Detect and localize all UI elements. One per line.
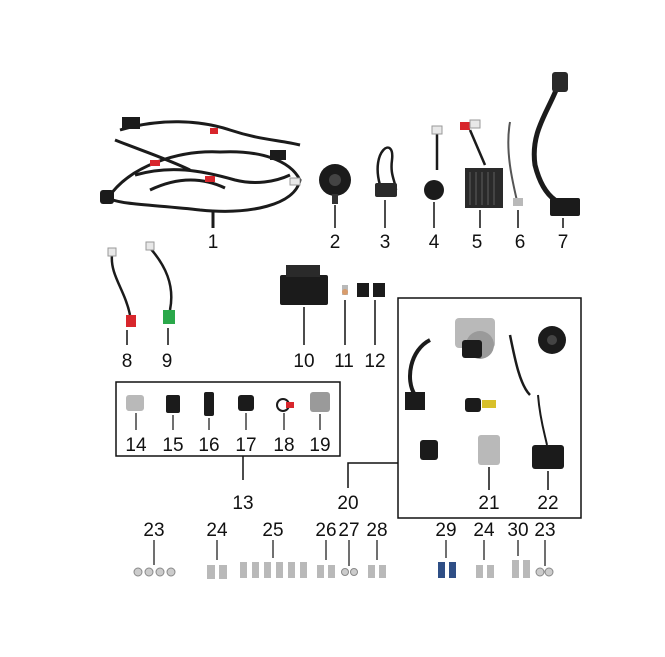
connector-1a: [122, 117, 140, 129]
washers-small-part: [341, 568, 358, 576]
callout-8: 8: [121, 351, 133, 372]
callout-28: 28: [366, 520, 388, 541]
cdi-part: [280, 265, 328, 305]
callout-16: 16: [198, 435, 220, 456]
callout-29: 29: [435, 520, 457, 541]
bolts-left-part: [207, 565, 227, 579]
callout-15: 15: [162, 435, 184, 456]
regulator-part: [460, 119, 503, 208]
relay-part: [357, 283, 385, 297]
switch-e-part: [276, 398, 294, 412]
leaders-hardware: [153, 540, 546, 566]
connector-1e: [205, 176, 215, 182]
callout-2: 2: [329, 232, 341, 253]
callout-9: 9: [161, 351, 173, 372]
callout-5: 5: [471, 232, 483, 253]
callout-10: 10: [293, 351, 315, 372]
switch-d-part: [238, 395, 254, 411]
switch-c-part: [204, 392, 214, 416]
callout-26: 26: [315, 520, 337, 541]
callout-20: 20: [337, 493, 359, 514]
callout-17: 17: [235, 435, 257, 456]
callout-1: 1: [207, 232, 219, 253]
switch-b-part: [166, 395, 180, 413]
callout-21: 21: [478, 493, 500, 514]
connector-1c: [270, 150, 286, 160]
callout-7: 7: [557, 232, 569, 253]
callout-23-right: 23: [534, 520, 556, 541]
bolts-pair-b-part: [368, 565, 386, 578]
callout-24-right: 24: [473, 520, 495, 541]
lead-green-part: [145, 241, 175, 324]
bolts-blue-part: [438, 562, 456, 578]
connector-1d: [210, 128, 218, 134]
callout-30: 30: [507, 520, 529, 541]
connector-1f: [150, 160, 160, 166]
callout-13: 13: [232, 493, 254, 514]
bulb-part: [342, 285, 348, 295]
horn-part: [319, 164, 351, 204]
lock-set-parts: [405, 318, 566, 469]
sensor-2wire-part: [375, 146, 398, 197]
switch-f-part: [310, 392, 330, 412]
bolts-right-part: [476, 565, 494, 578]
callout-3: 3: [379, 232, 391, 253]
callout-25: 25: [262, 520, 284, 541]
callout-19: 19: [309, 435, 331, 456]
callout-22: 22: [537, 493, 559, 514]
bolt-row-part: [240, 562, 307, 578]
connector-1g: [289, 177, 301, 186]
bolts-long-part: [512, 560, 530, 578]
washers-left-part: [133, 567, 176, 577]
callout-11: 11: [334, 351, 354, 372]
callout-6: 6: [514, 232, 526, 253]
wiring-harness: [105, 120, 302, 228]
switch-a-part: [126, 395, 144, 411]
group-box-20: [397, 297, 582, 519]
cable-part: [507, 121, 523, 206]
washers-right-part: [535, 567, 554, 577]
callout-27: 27: [338, 520, 360, 541]
callout-4: 4: [428, 232, 440, 253]
sensor-round-part: [424, 125, 444, 200]
callout-18: 18: [273, 435, 295, 456]
lead-red-part: [107, 247, 136, 327]
bolts-pair-part: [317, 565, 335, 578]
ignition-coil-part: [531, 72, 580, 216]
group-box-13: [115, 381, 341, 457]
callout-12: 12: [364, 351, 386, 372]
hardware-row: [133, 560, 554, 579]
leaders-14-19: [135, 413, 321, 430]
connector-1b: [100, 190, 114, 204]
callout-24-left: 24: [206, 520, 228, 541]
callout-14: 14: [125, 435, 147, 456]
callout-23-left: 23: [143, 520, 165, 541]
leader-20: [347, 462, 398, 488]
